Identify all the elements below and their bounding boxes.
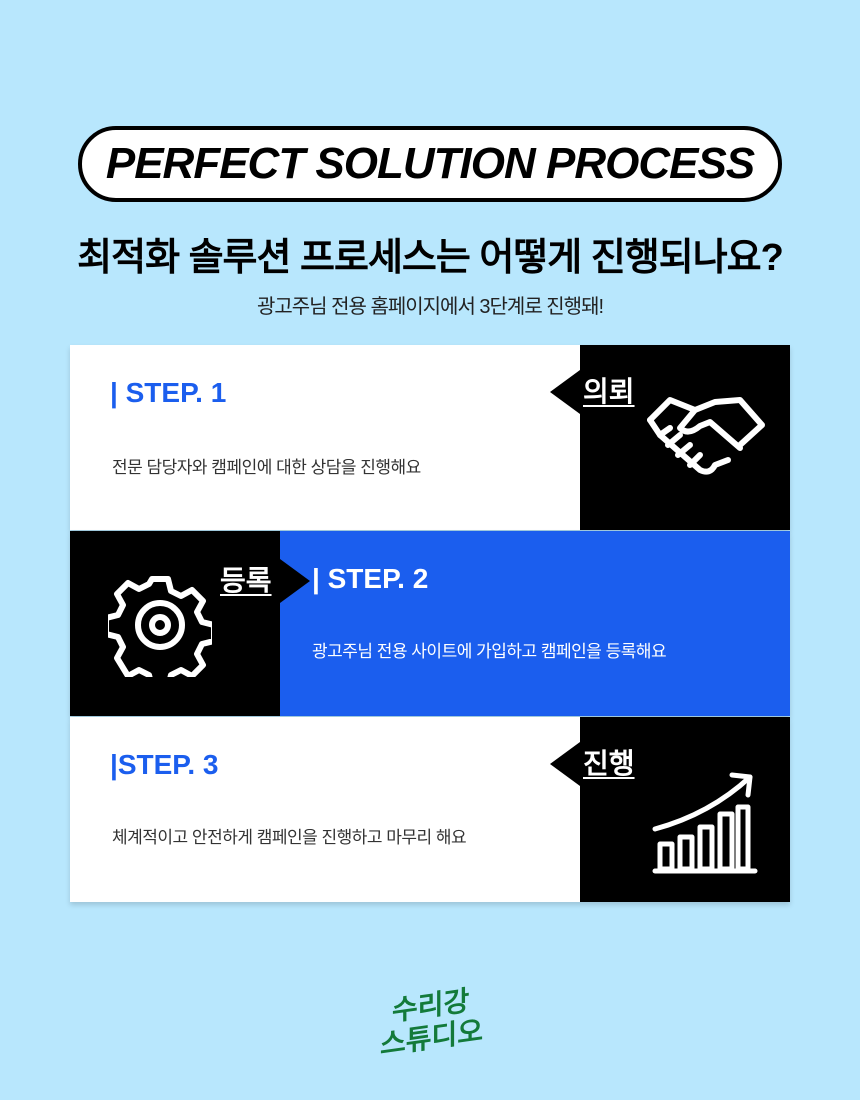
page-subtitle: 광고주님 전용 홈페이지에서 3단계로 진행돼! — [256, 296, 604, 318]
step-2-icon-panel: 등록 — [70, 531, 280, 716]
handshake-icon — [647, 397, 765, 475]
step-1-tag: 의뢰 — [583, 376, 635, 407]
step-3-icon-panel: 진행 — [580, 717, 790, 902]
gear-icon — [108, 576, 212, 677]
step-3-label: |STEP. 3 — [110, 749, 219, 780]
step-1-icon-panel: 의뢰 — [580, 345, 790, 530]
badge-text: PERFECT SOLUTION PROCESS — [105, 139, 755, 188]
growth-chart-icon — [652, 772, 758, 874]
step-1-label: | STEP. 1 — [110, 377, 227, 408]
step-3-card: |STEP. 3 체계적이고 안전하게 캠페인을 진행하고 마무리 해요 진행 — [70, 717, 790, 902]
title-badge: PERFECT SOLUTION PROCESS — [78, 126, 782, 202]
step-3-desc: 체계적이고 안전하게 캠페인을 진행하고 마무리 해요 — [112, 828, 467, 847]
step-1-desc: 전문 담당자와 캠페인에 대한 상담을 진행해요 — [112, 458, 421, 477]
arrow-pointer — [550, 370, 580, 414]
page-title: 최적화 솔루션 프로세스는 어떻게 진행되나요? — [77, 237, 784, 279]
step-3-tag: 진행 — [583, 748, 635, 779]
step-2-card: 등록 | STEP. 2 광고주님 전용 사이트에 가입하고 캠페인을 등록해요 — [70, 531, 790, 716]
studio-logo: 수리강 스튜디오 — [380, 983, 483, 1061]
step-2-tag: 등록 — [220, 565, 272, 596]
step-2-desc: 광고주님 전용 사이트에 가입하고 캠페인을 등록해요 — [312, 642, 667, 661]
step-2-label: | STEP. 2 — [312, 563, 429, 594]
step-1-card: | STEP. 1 전문 담당자와 캠페인에 대한 상담을 진행해요 의뢰 — [70, 345, 790, 530]
arrow-pointer — [280, 559, 310, 603]
arrow-pointer — [550, 742, 580, 786]
